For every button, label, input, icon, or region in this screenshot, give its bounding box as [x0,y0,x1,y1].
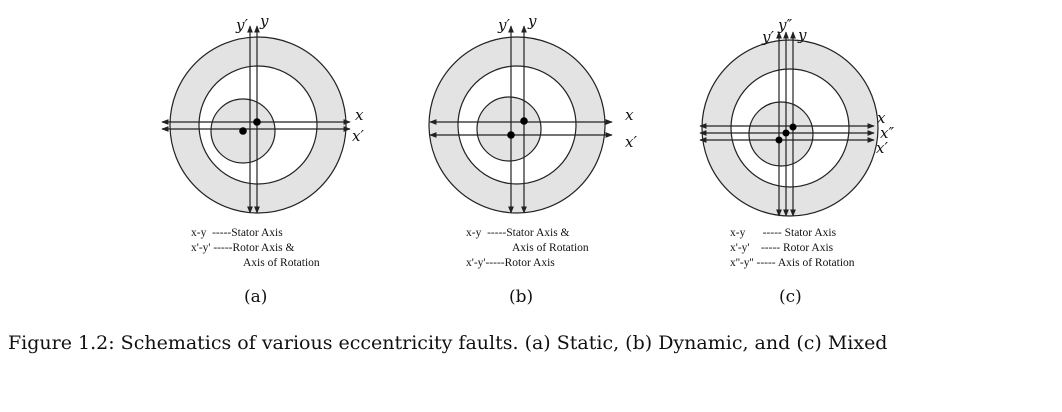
panel-b-rotor [476,96,542,162]
eccentricity-schematics-figure: y′ y x x′ x-y -----Stator Axis x'-y' ---… [161,12,894,307]
panel-a-legend-line-2: x'-y' -----Rotor Axis & [191,242,295,254]
panel-b-stator-center-dot [520,117,528,125]
panel-a: y′ y x x′ x-y -----Stator Axis x'-y' ---… [161,12,364,307]
panel-b-x-label: x [625,106,634,124]
panel-a-rotor-center-dot [239,127,247,135]
panel-b-y-label: y [527,12,537,30]
panel-c-legend-line-1: x-y ----- Stator Axis [730,227,837,239]
panel-a-y-prime-label: y′ [235,16,248,34]
panel-a-legend-line-3: Axis of Rotation [243,257,320,269]
panel-b-legend-line-2: Axis of Rotation [512,242,589,254]
panel-a-legend-line-1: x-y -----Stator Axis [191,227,283,239]
panel-c-y-prime-label: y′ [761,28,774,46]
panel-c-label: (c) [779,287,802,307]
panel-b-legend-line-1: x-y -----Stator Axis & [466,227,570,239]
panel-c-x-label: x [877,109,886,127]
panel-a-y-label: y [259,12,269,30]
panel-a-x-label: x [355,106,364,124]
panel-a-x-prime-label: x′ [352,127,364,145]
panel-c-legend-line-2: x'-y' ----- Rotor Axis [730,242,834,254]
panel-b-label: (b) [509,287,533,307]
panel-a-label: (a) [244,287,267,307]
panel-b-rotor-center-dot [507,131,515,139]
panel-c-rotor [748,101,814,167]
panel-c-y-label: y [797,26,807,44]
panel-b-legend-line-3: x'-y'-----Rotor Axis [466,257,555,269]
panel-c-rotation-center-dot [782,129,790,137]
panel-a-stator-center-dot [253,118,261,126]
panel-c-legend-line-3: x''-y'' ----- Axis of Rotation [730,257,855,269]
panel-c-stator-center-dot [789,123,797,131]
figure-caption: Figure 1.2: Schematics of various eccent… [8,332,888,354]
panel-b-y-prime-label: y′ [497,16,510,34]
panel-c-x-prime-label: x′ [876,139,888,157]
panel-b: y′ y x x′ x-y -----Stator Axis & Axis of… [428,12,637,307]
panel-c: y′ y″ y x x″ x′ x-y ----- Stator Axis x'… [699,16,894,307]
panel-b-x-prime-label: x′ [625,133,637,151]
panel-c-x-dprime-label: x″ [880,124,894,142]
panel-c-y-dprime-label: y″ [777,16,792,34]
panel-c-rotor-center-dot [775,136,783,144]
